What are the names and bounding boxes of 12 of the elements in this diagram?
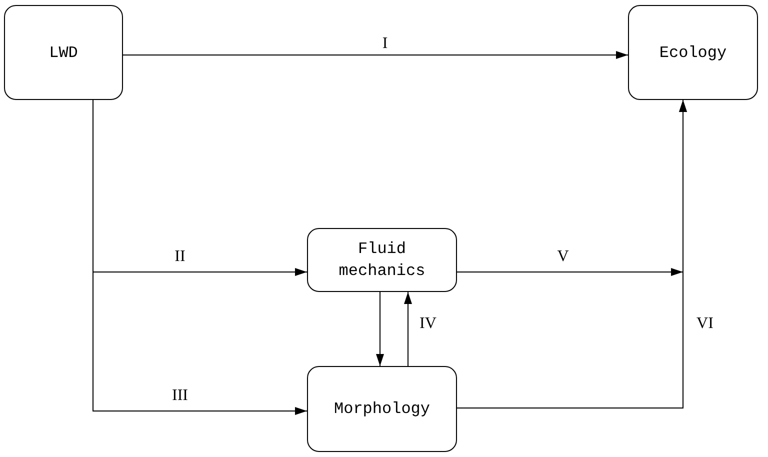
process-box	[307, 366, 457, 452]
box-label: LWD	[48, 42, 79, 64]
arrow	[376, 292, 384, 366]
arrow	[404, 292, 412, 366]
arrow	[122, 51, 628, 59]
arrow	[456, 100, 687, 408]
process-box	[307, 228, 457, 292]
box-label: Fluid mechanics	[338, 239, 426, 282]
process-box	[628, 5, 758, 100]
process-box	[4, 5, 123, 100]
box-label: Morphology	[332, 399, 431, 420]
box-label: Ecology	[658, 42, 728, 64]
